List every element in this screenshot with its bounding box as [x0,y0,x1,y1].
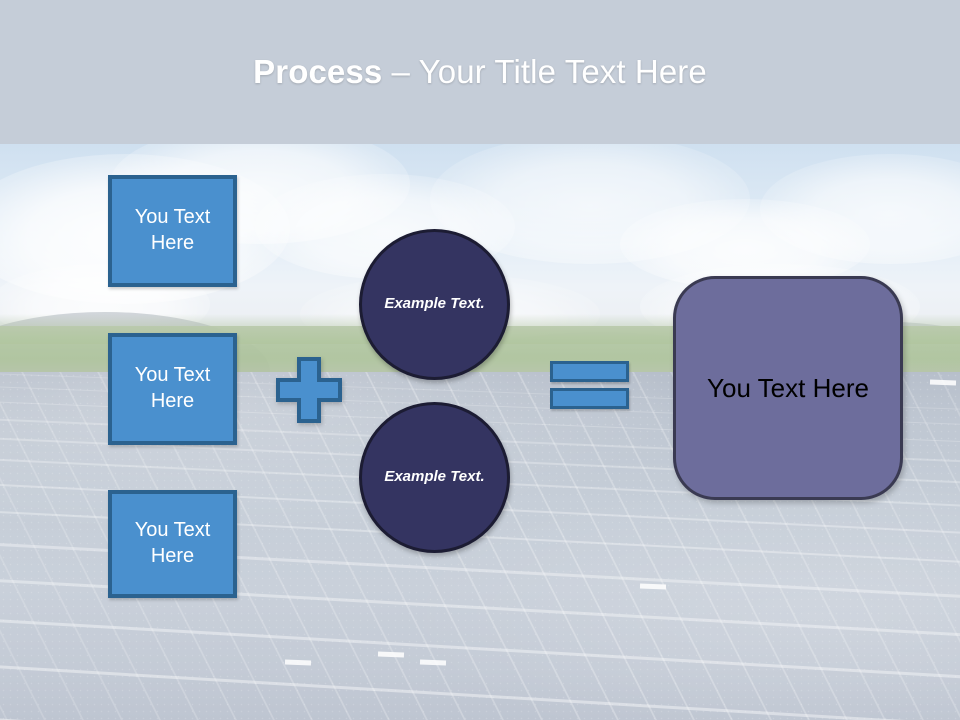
input-box-2-label: You Text Here [134,364,211,412]
page-title-emphasis: Process [253,53,383,90]
equals-bar-top [550,361,629,382]
equals-bar-bottom [550,388,629,409]
result-box-label: You Text Here [707,372,869,403]
plus-sign-icon [276,357,342,423]
panel-highlight-speck [284,659,312,666]
page-title: Process – Your Title Text Here [253,53,707,91]
panel-highlight-speck [419,659,447,666]
result-box[interactable]: You Text Here [673,276,903,500]
input-box-3-label: You Text Here [134,519,211,567]
panel-highlight-speck [929,379,957,386]
input-box-1[interactable]: You Text Here [108,175,237,287]
input-box-2[interactable]: You Text Here [108,333,237,445]
process-circle-1-label: Example Text. [384,295,485,313]
input-box-3[interactable]: You Text Here [108,490,237,598]
page-title-remainder: – Your Title Text Here [382,53,707,90]
input-box-1-label: You Text Here [134,206,211,254]
process-circle-1[interactable]: Example Text. [359,229,510,380]
process-circle-2-label: Example Text. [384,468,485,486]
panel-highlight-speck [377,651,405,658]
panel-highlight-speck [639,583,667,590]
process-circle-2[interactable]: Example Text. [359,402,510,553]
slide-header: Process – Your Title Text Here [0,0,960,144]
